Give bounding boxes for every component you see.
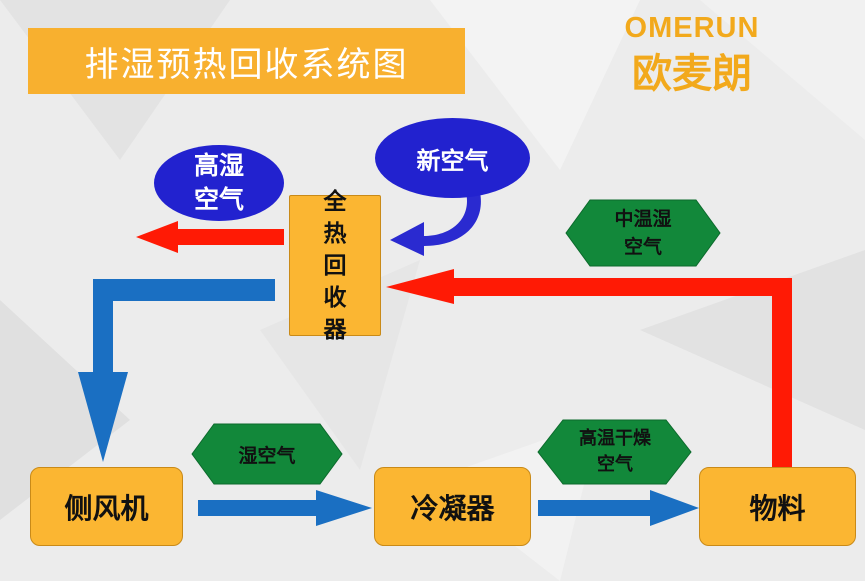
fresh-air-ellipse: 新空气 [375, 118, 530, 198]
hex-medium-bg [565, 199, 721, 267]
heat-recovery-node: 全热回收器 [289, 188, 381, 343]
supply-arrow [78, 279, 275, 462]
fan-to-condenser-arrow [198, 490, 372, 526]
condenser-to-material-arrow [538, 490, 699, 526]
condenser-label: 冷凝器 [410, 491, 495, 525]
wet-air-label: 湿空气 [238, 444, 296, 467]
diagram-title: 排湿预热回收系统图 [84, 44, 409, 85]
brand-name-cn: 欧麦朗 [632, 50, 752, 97]
medium-air-label: 中温湿空气 [614, 208, 672, 258]
brand-logo: OMERUN 欧麦朗 [612, 12, 772, 99]
hex-wet-bg [191, 423, 343, 485]
exhaust-air-label: 高湿空气 [193, 151, 244, 214]
heat-recovery-label: 全热回收器 [323, 187, 347, 343]
hot-dry-air-label-box: 高温干燥空气 [560, 423, 670, 481]
exhaust-air-ellipse: 高湿空气 [154, 145, 284, 221]
material-label: 物料 [749, 491, 806, 525]
brand-name-en: OMERUN [624, 12, 760, 44]
exhaust-arrow [136, 221, 284, 253]
side-fan-node: 侧风机 [30, 467, 183, 546]
fresh-air-label: 新空气 [416, 145, 489, 175]
hot-dry-air-label: 高温干燥空气 [579, 428, 651, 475]
condenser-node: 冷凝器 [374, 467, 531, 546]
fresh-air-arrow [390, 192, 481, 256]
material-node: 物料 [699, 467, 856, 546]
return-arrow [386, 269, 792, 470]
hex-hot-dry-bg [537, 419, 692, 485]
medium-air-label-box: 中温湿空气 [600, 203, 686, 263]
side-fan-label: 侧风机 [64, 491, 149, 525]
title-bar: 排湿预热回收系统图 [28, 28, 465, 94]
wet-air-label-box: 湿空气 [214, 424, 320, 484]
